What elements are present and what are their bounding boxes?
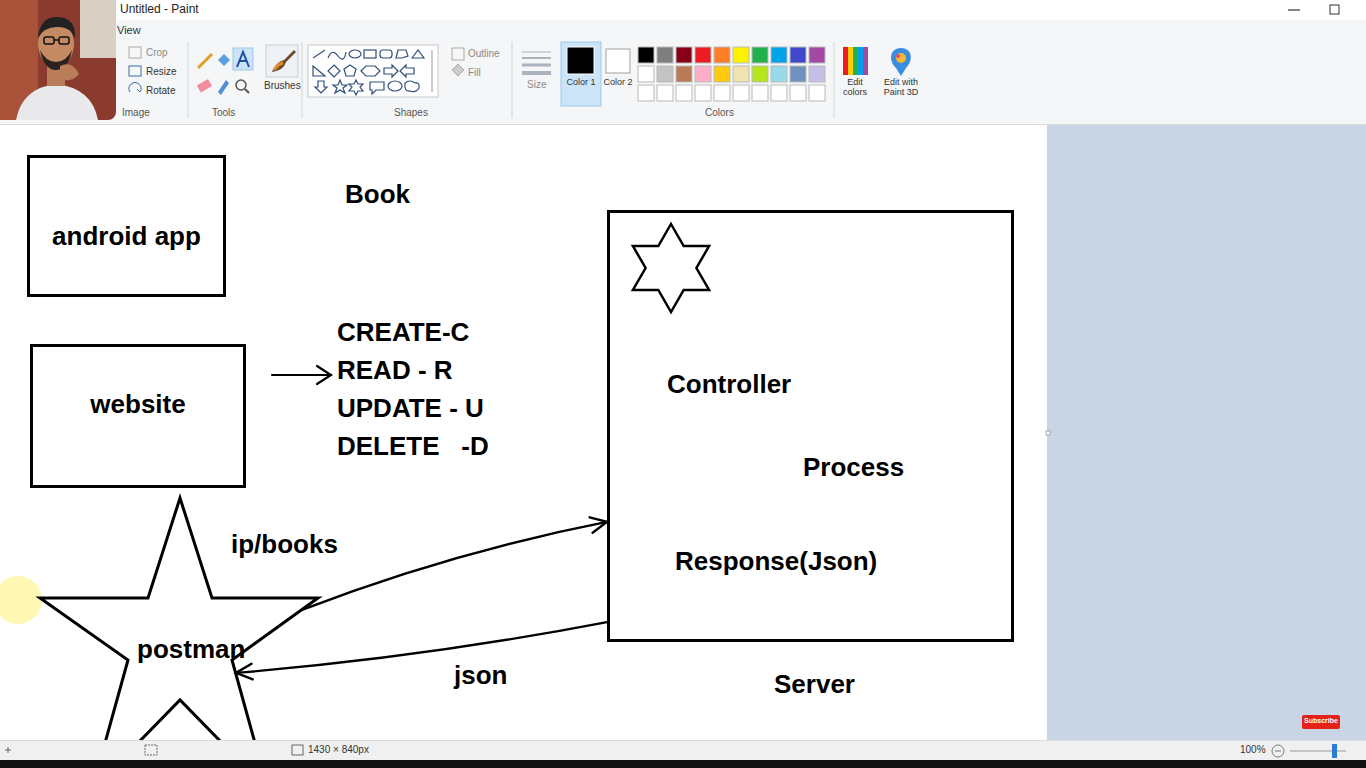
arrowhead [590, 517, 607, 532]
rotate-icon [129, 83, 141, 92]
ribbon-button: Fill [468, 67, 481, 79]
ribbon-group-label: Colors [705, 107, 734, 119]
selection-icon [145, 745, 157, 755]
ribbon-button: Crop [146, 47, 168, 59]
connector-line [301, 522, 607, 610]
ribbon-divider [0, 124, 1366, 125]
webcam-overlay [0, 0, 116, 120]
crud-operation: CREATE-C [337, 318, 469, 348]
ribbon-button: Edit with Paint 3D [877, 77, 925, 98]
badge-text: Subscribe [1302, 717, 1340, 725]
ribbon-group-label: Shapes [394, 107, 428, 119]
outline-fill-icons [452, 48, 464, 76]
tool-highlight [233, 48, 253, 70]
tool-icons [197, 48, 253, 95]
node-text: website [90, 390, 185, 420]
color-selectors [561, 42, 630, 106]
text-tool-icon [237, 52, 249, 67]
ribbon-button: Edit colors [837, 77, 873, 98]
wall [80, 0, 116, 58]
color2-swatch [606, 49, 630, 73]
ribbon-tab: View [117, 24, 141, 37]
edit-colors-icon [843, 47, 868, 75]
status-ground [0, 740, 1366, 760]
window-title: Untitled - Paint [120, 3, 199, 17]
fill-icon [218, 54, 230, 66]
size-icon [522, 52, 551, 73]
website-box: website [30, 344, 246, 488]
hair [38, 17, 75, 38]
arrowhead [236, 664, 253, 680]
ribbon-button: Resize [146, 66, 177, 78]
group-separators [188, 42, 834, 118]
resize-icon [129, 66, 141, 76]
ribbon-button: Size [527, 79, 546, 91]
crud-operation: DELETE -D [337, 432, 489, 462]
node-text: postman [137, 635, 245, 665]
android-app-box: android app [27, 155, 226, 297]
color1-highlight [561, 42, 601, 106]
magnifier-icon [236, 80, 246, 90]
connector-line [236, 622, 607, 673]
glasses [44, 37, 69, 44]
node-text: Controller [667, 370, 791, 400]
crop-icon [129, 47, 141, 58]
hand [60, 64, 79, 80]
paint3d-icon [891, 48, 911, 76]
shirt [16, 84, 98, 120]
pointer-arrow [272, 366, 331, 384]
zoom-out-icon [1272, 745, 1284, 757]
resize-handle [1046, 431, 1050, 435]
ribbon-group-label: Tools [212, 107, 235, 119]
server-box: ControllerProcessResponse(Json)Server [607, 210, 1014, 642]
ribbon-button: Rotate [146, 85, 175, 97]
palette [638, 47, 825, 101]
entity-title: Book [345, 180, 410, 210]
connector [301, 517, 607, 610]
pencil-icon [198, 54, 212, 68]
hexagram-star [633, 224, 709, 312]
node-text: Response(Json) [675, 547, 877, 577]
cursor-pos-icon [5, 747, 11, 753]
shapes-gallery [308, 45, 438, 97]
node-text: Server [774, 670, 855, 700]
ribbon-button: Color 1 [563, 77, 599, 87]
title-bar [0, 0, 1366, 20]
minimize-icon [1288, 9, 1300, 10]
canvas [0, 125, 1047, 740]
image-group-icons [129, 47, 141, 92]
cursor-highlight [0, 576, 42, 624]
eraser-icon [197, 79, 212, 92]
restore-icon [1330, 5, 1339, 14]
ribbon [0, 0, 1366, 125]
ribbon-ground [0, 0, 1366, 125]
connector-label: json [452, 661, 509, 691]
brushes-icon [266, 45, 298, 77]
ribbon-button: Color 2 [601, 77, 635, 87]
webcam-ground [0, 0, 116, 120]
connector-label: ip/books [229, 530, 340, 560]
ribbon-group-label: Image [122, 107, 150, 119]
node-text: Process [803, 453, 904, 483]
crud-operation: UPDATE - U [337, 394, 484, 424]
connector [236, 622, 607, 679]
node-text: android app [52, 222, 201, 252]
ribbon-button: Brushes [264, 80, 301, 92]
canvas-size-icon [292, 745, 303, 755]
picker-icon [218, 80, 229, 95]
status-text: 100% [1240, 744, 1266, 756]
bottom-bar [0, 760, 1366, 768]
subscribe-badge [1302, 715, 1340, 729]
zoom-slider [1290, 751, 1346, 752]
crud-operation: READ - R [337, 356, 453, 386]
ribbon-button: Outline [468, 48, 500, 60]
color1-swatch [567, 47, 594, 74]
zoom-thumb [1332, 744, 1337, 758]
status-text: 1430 × 840px [308, 744, 369, 756]
workspace-ground [1047, 125, 1366, 740]
